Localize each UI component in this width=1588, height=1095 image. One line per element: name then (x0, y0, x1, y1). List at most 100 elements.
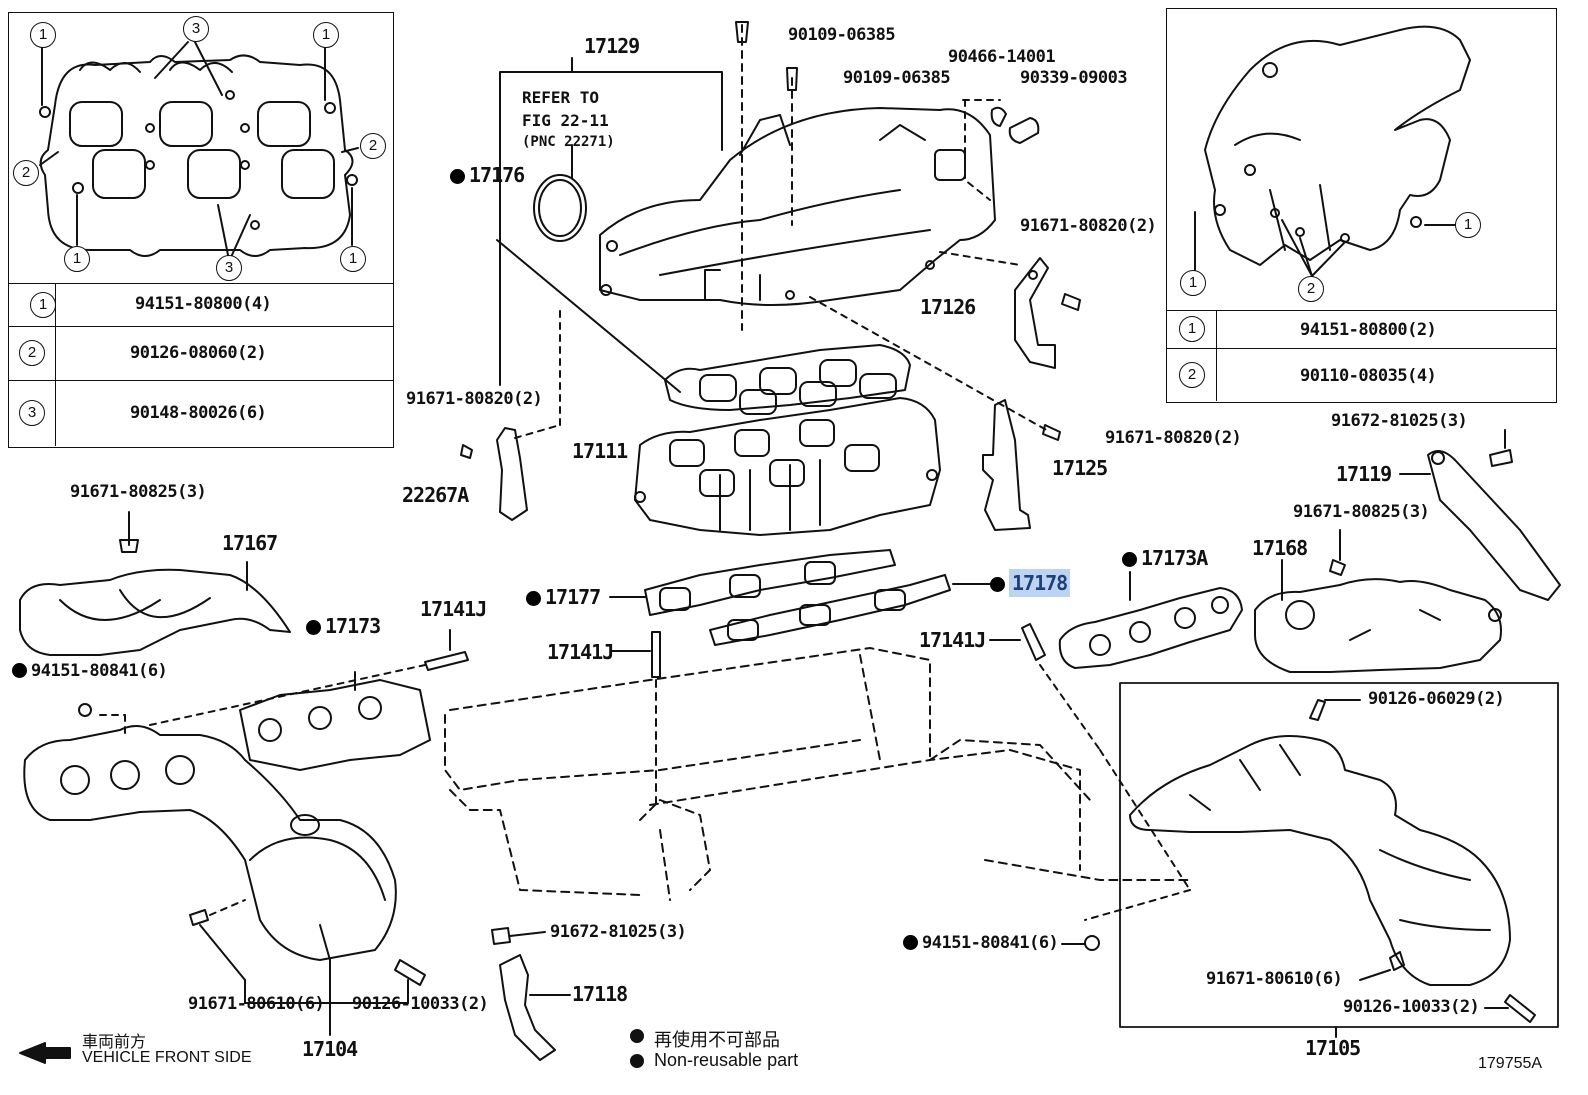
part-label-17141J-center[interactable]: 17141J (547, 640, 614, 664)
part-label-90466-14001[interactable]: 90466-14001 (948, 47, 1056, 67)
part-label-17105[interactable]: 17105 (1305, 1036, 1361, 1060)
part-label-17119[interactable]: 17119 (1336, 462, 1392, 486)
right-inset-divider (1166, 348, 1557, 349)
part-number-text: 17177 (545, 585, 601, 609)
front-side-label-en: VEHICLE FRONT SIDE (82, 1049, 252, 1066)
non-reusable-dot (1122, 552, 1137, 567)
exhaust-manifold-17105-drawing (1129, 699, 1536, 1038)
part-label-94151-80841-left[interactable]: 94151-80841(6) (12, 661, 168, 681)
part-label-91671-80825-right[interactable]: 91671-80825(3) (1293, 502, 1430, 522)
legend-non-reusable-jp: 再使用不可部品 (654, 1030, 780, 1050)
left-callout-2: 2 (13, 160, 39, 186)
right-callout-1: 1 (1455, 212, 1481, 238)
part-label-90126-10033-right[interactable]: 90126-10033(2) (1343, 997, 1480, 1017)
refer-note-line1: REFER TO (522, 88, 600, 107)
left-inset-row3-part[interactable]: 90148-80026(6) (130, 403, 267, 423)
right-inset-col-divider (1216, 310, 1217, 401)
part-label-91671-80820-right[interactable]: 91671-80820(2) (1105, 428, 1242, 448)
right-inset-row2-part[interactable]: 90110-08035(4) (1300, 366, 1437, 386)
part-label-94151-80841-right[interactable]: 94151-80841(6) (903, 933, 1059, 953)
bracket-17118-drawing (491, 927, 571, 1061)
intake-gaskets-drawing (609, 549, 996, 646)
part-label-17168[interactable]: 17168 (1252, 536, 1308, 560)
figure-id: 179755A (1478, 1055, 1543, 1072)
part-label-90126-10033-left[interactable]: 90126-10033(2) (352, 994, 489, 1014)
left-inset-row1-part[interactable]: 94151-80800(4) (135, 294, 272, 314)
non-reusable-dot (526, 591, 541, 606)
right-callout-2: 2 (1298, 276, 1324, 302)
part-label-17176[interactable]: 17176 (450, 163, 525, 187)
part-label-91672-81025-lower[interactable]: 91672-81025(3) (550, 922, 687, 942)
right-inset-manifold-drawing (1194, 25, 1471, 277)
left-inset-col-divider (55, 283, 56, 446)
left-inset-row3-num: 3 (19, 400, 45, 426)
part-label-17125[interactable]: 17125 (1052, 456, 1108, 480)
refer-note-line2: FIG 22-11 (522, 111, 609, 131)
highlighted-part-number[interactable]: 17178 (1009, 569, 1071, 597)
part-label-17111[interactable]: 17111 (572, 439, 628, 463)
stud-17141J-center (611, 631, 661, 806)
part-number-text: 94151-80841(6) (922, 933, 1059, 953)
non-reusable-dot (990, 577, 1005, 592)
right-inset-row1-part[interactable]: 94151-80800(2) (1300, 320, 1437, 340)
part-label-91671-80610-left[interactable]: 91671-80610(6) (188, 994, 325, 1014)
left-callout-1: 1 (30, 22, 56, 48)
left-inset-gasket-drawing (39, 41, 359, 257)
gasket-17173A-drawing (989, 571, 1243, 951)
right-inset-row2-num: 2 (1179, 362, 1205, 388)
bracket-17126-drawing (809, 251, 1081, 433)
heat-shield-17168-drawing (1254, 529, 1502, 673)
non-reusable-dot (306, 620, 321, 635)
front-side-label-jp: 車両前方 (82, 1034, 147, 1051)
part-label-91671-80610-right[interactable]: 91671-80610(6) (1206, 969, 1343, 989)
part-label-91672-81025-upper[interactable]: 91672-81025(3) (1331, 411, 1468, 431)
stay-17119-drawing (1399, 429, 1561, 601)
part-label-91671-80825-left[interactable]: 91671-80825(3) (70, 482, 207, 502)
part-label-90126-06029[interactable]: 90126-06029(2) (1368, 689, 1505, 709)
part-number-text: 17173A (1141, 546, 1208, 570)
right-inset-row1-num: 1 (1179, 316, 1205, 342)
part-label-90109-06385-top[interactable]: 90109-06385 (788, 25, 896, 45)
left-inset-divider (8, 326, 394, 327)
left-inset-row1-num: 1 (30, 292, 56, 318)
left-callout-3: 3 (183, 16, 209, 42)
part-number-text: 94151-80841(6) (31, 661, 168, 681)
part-label-91671-80820-upper[interactable]: 91671-80820(2) (1020, 216, 1157, 236)
part-label-22267A[interactable]: 22267A (402, 483, 469, 507)
part-label-17173[interactable]: 17173 (306, 614, 381, 638)
front-arrow (19, 1042, 71, 1064)
part-label-17141J-left[interactable]: 17141J (420, 597, 487, 621)
left-callout-1: 1 (64, 246, 90, 272)
part-label-90339-09003[interactable]: 90339-09003 (1020, 68, 1128, 88)
bracket-22267A-drawing (460, 309, 561, 521)
part-label-17141J-right[interactable]: 17141J (919, 628, 986, 652)
part-label-17129[interactable]: 17129 (584, 34, 640, 58)
left-callout-1: 1 (340, 246, 366, 272)
engine-block-outline (444, 647, 1191, 901)
bracket-17125-drawing (982, 399, 1061, 531)
part-label-17126[interactable]: 17126 (920, 295, 976, 319)
non-reusable-dot (12, 663, 27, 678)
part-label-90109-06385[interactable]: 90109-06385 (843, 68, 951, 88)
part-label-17173A[interactable]: 17173A (1122, 546, 1208, 570)
part-number-text: 17176 (469, 163, 525, 187)
legend-non-reusable-en: Non-reusable part (654, 1050, 799, 1070)
part-label-17118[interactable]: 17118 (572, 982, 628, 1006)
left-callout-1: 1 (313, 22, 339, 48)
intake-plenum-drawing (496, 21, 1040, 393)
left-inset-row2-part[interactable]: 90126-08060(2) (130, 343, 267, 363)
upper-gasket-drawing (664, 344, 911, 415)
part-number-text: 17173 (325, 614, 381, 638)
right-inset-divider (1166, 310, 1557, 311)
part-label-17104[interactable]: 17104 (302, 1037, 358, 1061)
part-label-17177[interactable]: 17177 (526, 585, 601, 609)
part-label-17178[interactable]: 17178 (990, 569, 1071, 597)
left-inset-box (8, 12, 394, 448)
part-label-91671-80820-left[interactable]: 91671-80820(2) (406, 389, 543, 409)
refer-note-line3: (PNC 22271) (522, 134, 615, 151)
refer-note: REFER TO FIG 22-11 (PNC 22271) (522, 86, 615, 153)
exhaust-manifold-17104-drawing (23, 629, 469, 1036)
non-reusable-dot (450, 169, 465, 184)
part-label-17167[interactable]: 17167 (222, 531, 278, 555)
